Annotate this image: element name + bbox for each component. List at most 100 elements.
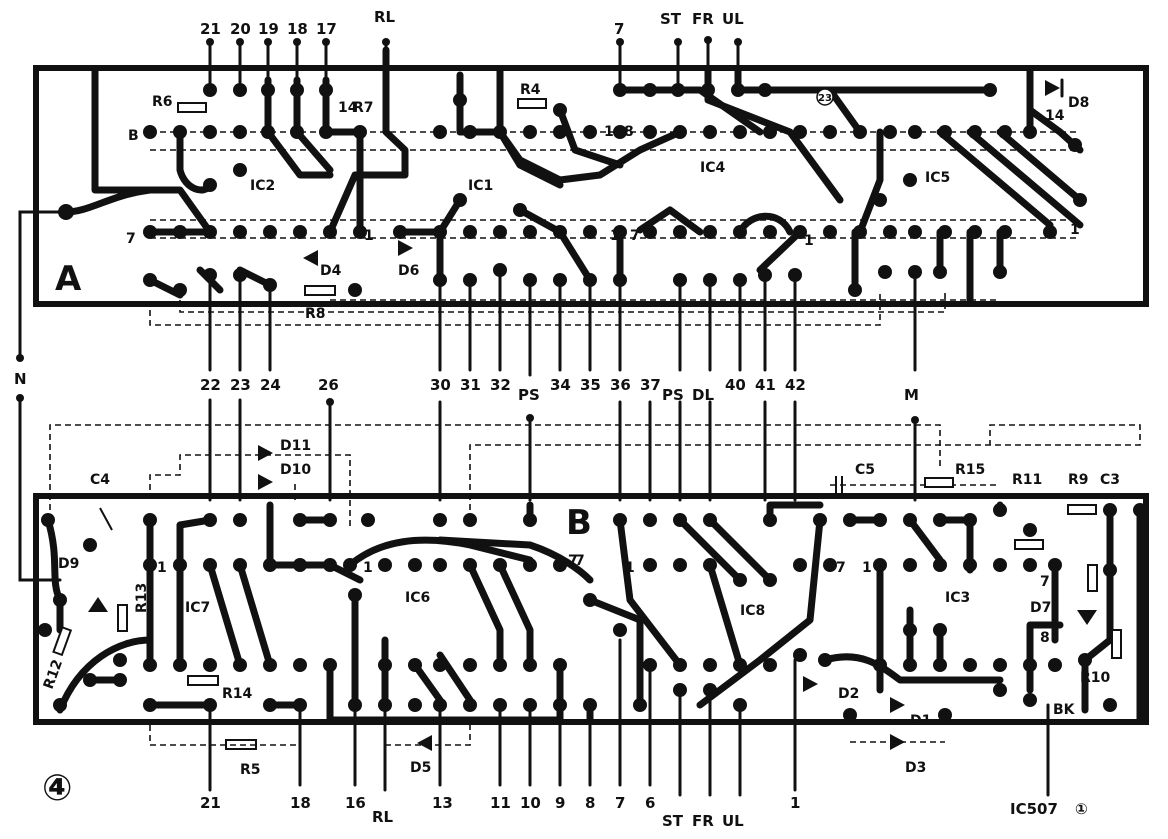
a-pin-mark-3: 8 — [624, 124, 634, 140]
resistor-r9 — [1067, 504, 1097, 515]
b-bottom-pin-8: 8 — [585, 794, 595, 812]
link-ps-2: PS — [662, 386, 684, 404]
a-pin-mark-10: 1 — [1070, 222, 1080, 238]
b-pin-mark-9: 8 — [1040, 630, 1050, 646]
link-26: 26 — [318, 376, 339, 394]
ic2-label: IC2 — [250, 178, 275, 194]
board-a — [33, 36, 1149, 377]
resistor-r13 — [117, 604, 128, 632]
a-pin-mark-2: 14 — [604, 124, 624, 140]
ic5-label: IC5 — [925, 170, 950, 186]
d4-label: D4 — [320, 263, 342, 279]
a-pin-mark-9: 1 — [804, 233, 814, 249]
r14-label: R14 — [222, 686, 253, 702]
b-pin-mark-3: 1 — [363, 560, 373, 576]
pad-23 — [816, 88, 834, 106]
ic-ref-label: IC507 — [1010, 800, 1058, 818]
board-a-links — [149, 273, 1000, 377]
b-pin-mark-7: 1 — [862, 560, 872, 576]
diode-d7 — [1077, 610, 1097, 625]
link-23: 23 — [230, 376, 251, 394]
b-bottom-pin-fr: FR — [692, 812, 714, 830]
b-bottom-pin-7: 7 — [615, 794, 625, 812]
b-pin-mark-6: 7 — [836, 560, 846, 576]
b-bottom-pin-9: 9 — [555, 794, 565, 812]
link-34: 34 — [550, 376, 571, 394]
ic4-label: IC4 — [700, 160, 725, 176]
diode-d3 — [890, 734, 905, 750]
bk-label: BK — [1053, 702, 1076, 718]
resistor-r15 — [924, 477, 954, 488]
diode-d1 — [890, 697, 905, 713]
link-37: 37 — [640, 376, 661, 394]
resistor-r10 — [1111, 629, 1122, 659]
a-pin-mark-7: 7 — [630, 228, 640, 244]
board-b-pads — [38, 503, 1147, 722]
b-bottom-pin-13: 13 — [432, 794, 453, 812]
connector-n — [16, 210, 62, 582]
d11-label: D11 — [280, 438, 311, 454]
board-a-top-leads — [206, 36, 742, 94]
diode-d6 — [398, 240, 413, 256]
b-bottom-pin-16: 16 — [345, 794, 366, 812]
b-pin-mark-2: 7 — [568, 553, 578, 569]
link-dl: DL — [692, 386, 714, 404]
b-bottom-pin-11: 11 — [490, 794, 511, 812]
r8-label: R8 — [305, 306, 326, 322]
ic1-label: IC1 — [468, 178, 493, 194]
board-a-top-pin-ul: UL — [722, 10, 744, 28]
diode-d8 — [1045, 80, 1060, 96]
r10-label: R10 — [1080, 670, 1111, 686]
link-22: 22 — [200, 376, 221, 394]
diode-d11 — [258, 445, 273, 461]
r7-label: R7 — [353, 100, 374, 116]
b-bottom-pin-6: 6 — [645, 794, 655, 812]
board-a-top-pin-17: 17 — [316, 20, 337, 38]
a-pin-mark-6: 1 — [364, 228, 374, 244]
resistor-r8 — [304, 285, 336, 296]
link-41: 41 — [755, 376, 776, 394]
board-b-label: B — [566, 503, 592, 543]
r11-label: R11 — [1012, 472, 1042, 488]
resistor-r12 — [52, 626, 73, 657]
a-pin-mark-5: 7 — [126, 231, 136, 247]
board-a-top-pin-20: 20 — [230, 20, 251, 38]
r9-label: R9 — [1068, 472, 1089, 488]
connector-n-label: N — [14, 370, 27, 388]
d1-label: D1 — [910, 713, 931, 729]
r13-label: R13 — [134, 583, 150, 613]
board-b-bottom-leads — [208, 638, 1050, 797]
resistor-r6 — [177, 102, 207, 113]
resistor-r4 — [517, 98, 547, 109]
board-a-top-pin-21: 21 — [200, 20, 221, 38]
board-a-label: A — [55, 259, 82, 299]
link-30: 30 — [430, 376, 451, 394]
r4-label: R4 — [520, 82, 541, 98]
diode-d2 — [803, 676, 818, 692]
figure-number: ④ — [42, 768, 72, 809]
ic-ref-pin: ① — [1075, 800, 1088, 818]
b-pin-mark-5: 1 — [625, 560, 635, 576]
diode-d4 — [303, 250, 318, 266]
link-42: 42 — [785, 376, 806, 394]
d9-label: D9 — [58, 556, 79, 572]
b-bottom-pin-rl: RL — [372, 808, 394, 826]
board-b-traces — [44, 501, 1144, 724]
b-bottom-pin-10: 10 — [520, 794, 541, 812]
b-bottom-pin-1: 1 — [790, 794, 800, 812]
board-b-components — [52, 445, 1122, 751]
link-36: 36 — [610, 376, 631, 394]
a-pin-mark-11: 23 — [818, 93, 832, 104]
diode-d10 — [258, 474, 273, 490]
b-bottom-pin-18: 18 — [290, 794, 311, 812]
d3-label: D3 — [905, 760, 926, 776]
ic8-label: IC8 — [740, 603, 765, 619]
b-pin-mark-1: 1 — [157, 560, 167, 576]
board-a-top-pin-rl: RL — [374, 8, 396, 26]
d10-label: D10 — [280, 462, 311, 478]
d6-label: D6 — [398, 263, 419, 279]
d8-label: D8 — [1068, 95, 1089, 111]
board-a-top-pin-st: ST — [660, 10, 682, 28]
b-pin-mark-4: 7 — [575, 553, 585, 569]
